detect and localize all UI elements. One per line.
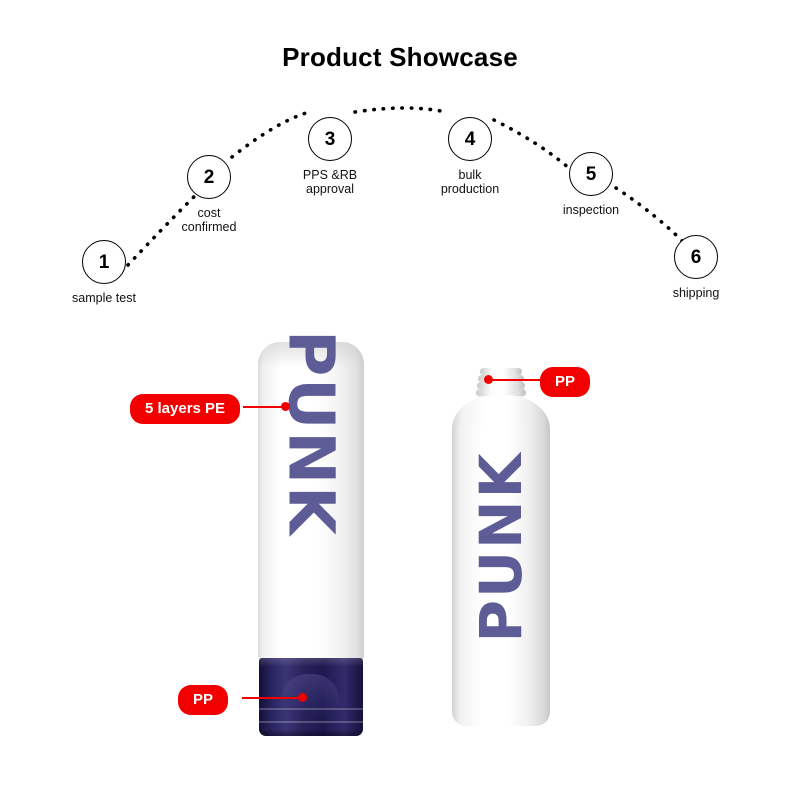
tube-right-body	[452, 426, 550, 726]
cap-seam-line	[259, 721, 363, 723]
step-6-circle: 6	[674, 235, 718, 279]
process-step-6[interactable]: 6 shipping	[636, 235, 756, 300]
callout-leader-line-pp-neck	[490, 379, 542, 382]
callout-badge-pp-neck[interactable]: PP	[540, 367, 591, 397]
step-2-label: cost confirmed	[181, 206, 237, 234]
step-4-label: bulk production	[440, 168, 500, 196]
step-1-label: sample test	[72, 291, 136, 305]
tube-left-sealed-top	[258, 342, 364, 368]
step-2-circle: 2	[187, 155, 231, 199]
step-5-label: inspection	[562, 203, 620, 217]
step-2-number: 2	[203, 166, 215, 188]
callout-leader-dot-pp-cap	[298, 693, 307, 702]
cap-highlight-band	[259, 658, 363, 667]
cap-seam-line	[259, 708, 363, 710]
step-3-number: 3	[324, 128, 336, 150]
step-4-circle: 4	[448, 117, 492, 161]
tube-left-cap[interactable]	[259, 658, 363, 736]
process-step-4[interactable]: 4 bulk production	[410, 117, 530, 196]
step-6-label: shipping	[672, 286, 720, 300]
step-5-circle: 5	[569, 152, 613, 196]
neck-thread-ring	[477, 382, 525, 389]
step-1-circle: 1	[82, 240, 126, 284]
callout-badge-pp-cap[interactable]: PP	[178, 685, 229, 715]
callout-badge-5-layers-pe[interactable]: 5 layers PE	[130, 394, 241, 424]
page-title: Product Showcase	[282, 42, 518, 72]
step-3-circle: 3	[308, 117, 352, 161]
process-step-2[interactable]: 2 cost confirmed	[149, 155, 269, 234]
callout-leader-line-pp-cap	[242, 697, 302, 700]
process-step-3[interactable]: 3 PPS &RB approval	[270, 117, 390, 196]
step-6-number: 6	[690, 246, 702, 268]
callout-leader-line-5-layers-pe	[243, 406, 285, 409]
product-image-area: PUNK PUNK 5 layers PE PP PP	[0, 330, 800, 800]
neck-thread-ring	[476, 389, 526, 396]
tube-left-brand-logo: PUNK	[274, 330, 348, 537]
cap-dome-highlight	[281, 674, 339, 714]
process-flow-diagram: 1 sample test 2 cost confirmed 3 PPS &RB…	[0, 95, 800, 325]
tube-right-threaded-neck	[476, 368, 526, 398]
step-3-label: PPS &RB approval	[302, 168, 358, 196]
neck-thread-ring	[478, 375, 524, 382]
neck-thread-ring	[480, 368, 522, 375]
cap-bottom-shadow	[259, 729, 363, 736]
process-step-5[interactable]: 5 inspection	[531, 152, 651, 217]
process-step-1[interactable]: 1 sample test	[44, 240, 164, 305]
tube-left-body	[258, 342, 364, 660]
step-4-number: 4	[464, 128, 476, 150]
tube-right-brand-logo: PUNK	[467, 451, 535, 643]
step-1-number: 1	[98, 251, 110, 273]
step-5-number: 5	[585, 163, 597, 185]
callout-leader-dot-5-layers-pe	[281, 402, 290, 411]
callout-leader-dot-pp-neck	[484, 375, 493, 384]
